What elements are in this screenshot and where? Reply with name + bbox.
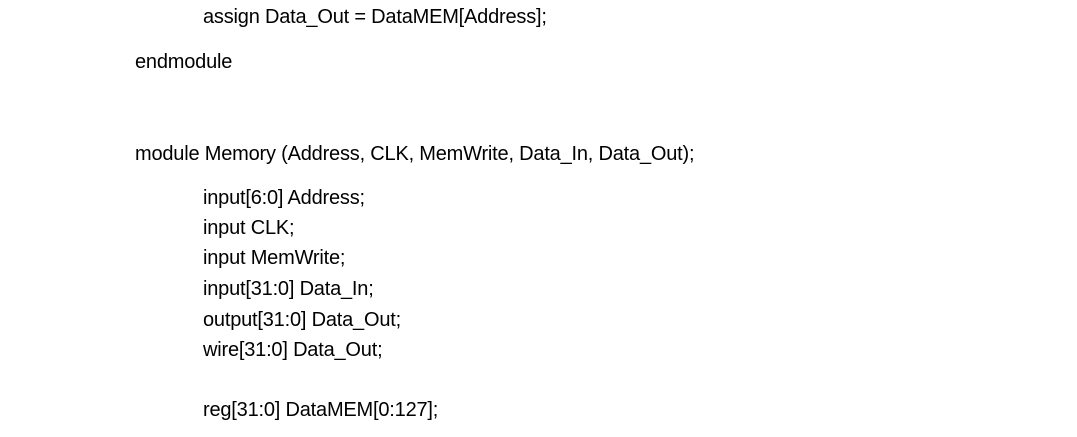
code-line-output-data-out: output[31:0] Data_Out;	[203, 309, 401, 331]
code-line-wire-data-out: wire[31:0] Data_Out;	[203, 339, 383, 361]
code-line-endmodule: endmodule	[135, 51, 233, 73]
code-line-reg-datamem: reg[31:0] DataMEM[0:127];	[203, 399, 439, 421]
code-line-assign: assign Data_Out = DataMEM[Address];	[203, 6, 547, 28]
code-line-module-declaration: module Memory (Address, CLK, MemWrite, D…	[135, 143, 695, 165]
code-line-input-clk: input CLK;	[203, 217, 295, 239]
code-line-input-address: input[6:0] Address;	[203, 187, 365, 209]
code-line-input-data-in: input[31:0] Data_In;	[203, 278, 374, 300]
code-line-input-memwrite: input MemWrite;	[203, 247, 346, 269]
